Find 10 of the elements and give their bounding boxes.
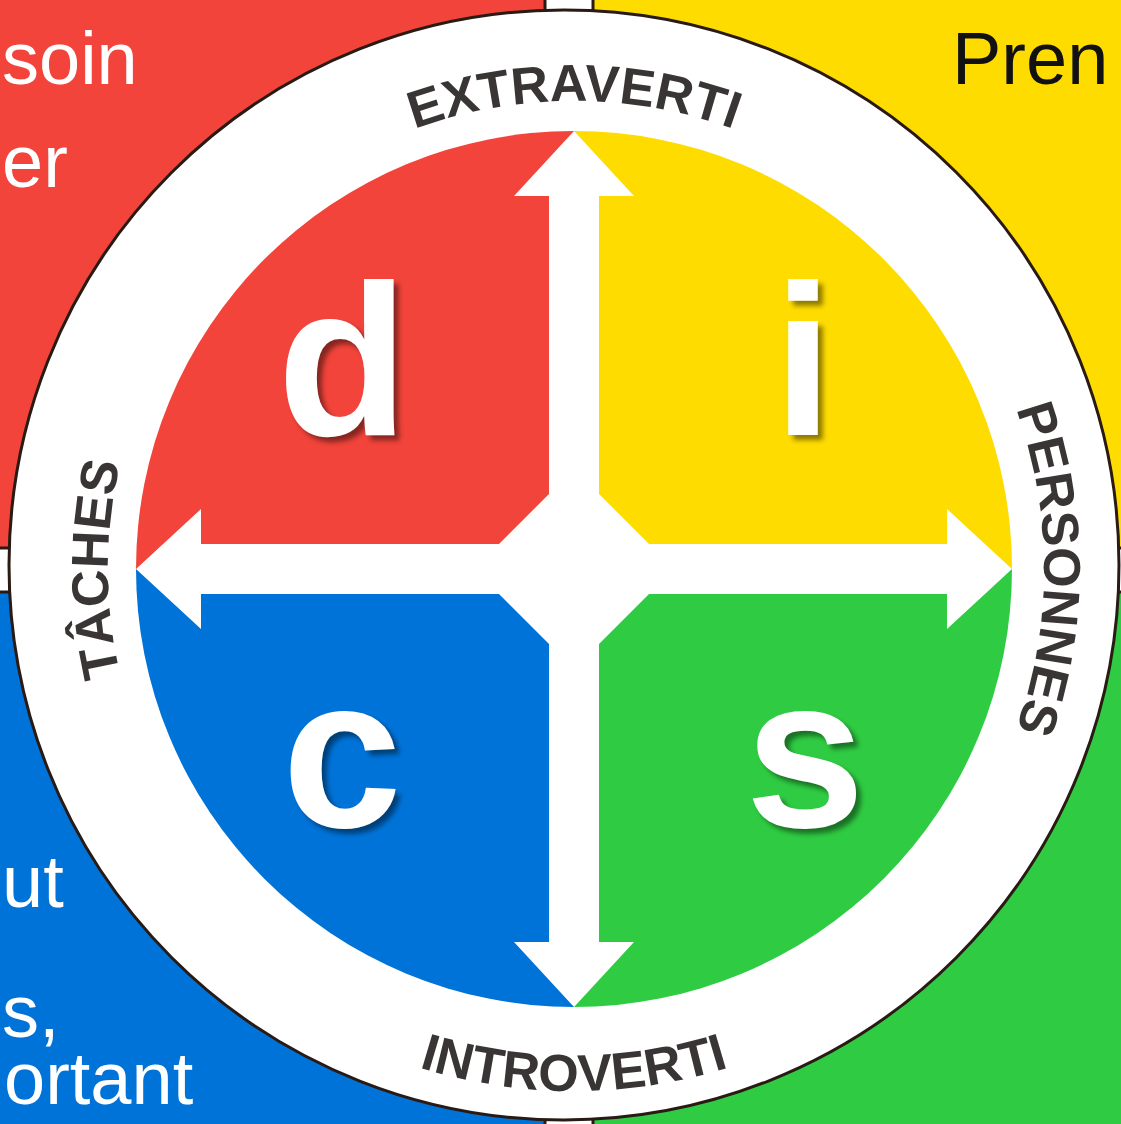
quadrant-letter: d [277, 252, 409, 468]
axis-label: INTROVERTI [415, 1022, 733, 1103]
quadrant-letter: s [745, 644, 865, 860]
cropped-text: er [2, 125, 68, 199]
quadrant-letter: i [773, 252, 833, 468]
axis-label: EXTRAVERTI [399, 53, 749, 140]
cropped-text: ut [2, 845, 64, 919]
cropped-text: Pren [952, 22, 1109, 96]
cropped-text: soin [2, 22, 138, 96]
quadrant-letter: c [282, 644, 402, 860]
